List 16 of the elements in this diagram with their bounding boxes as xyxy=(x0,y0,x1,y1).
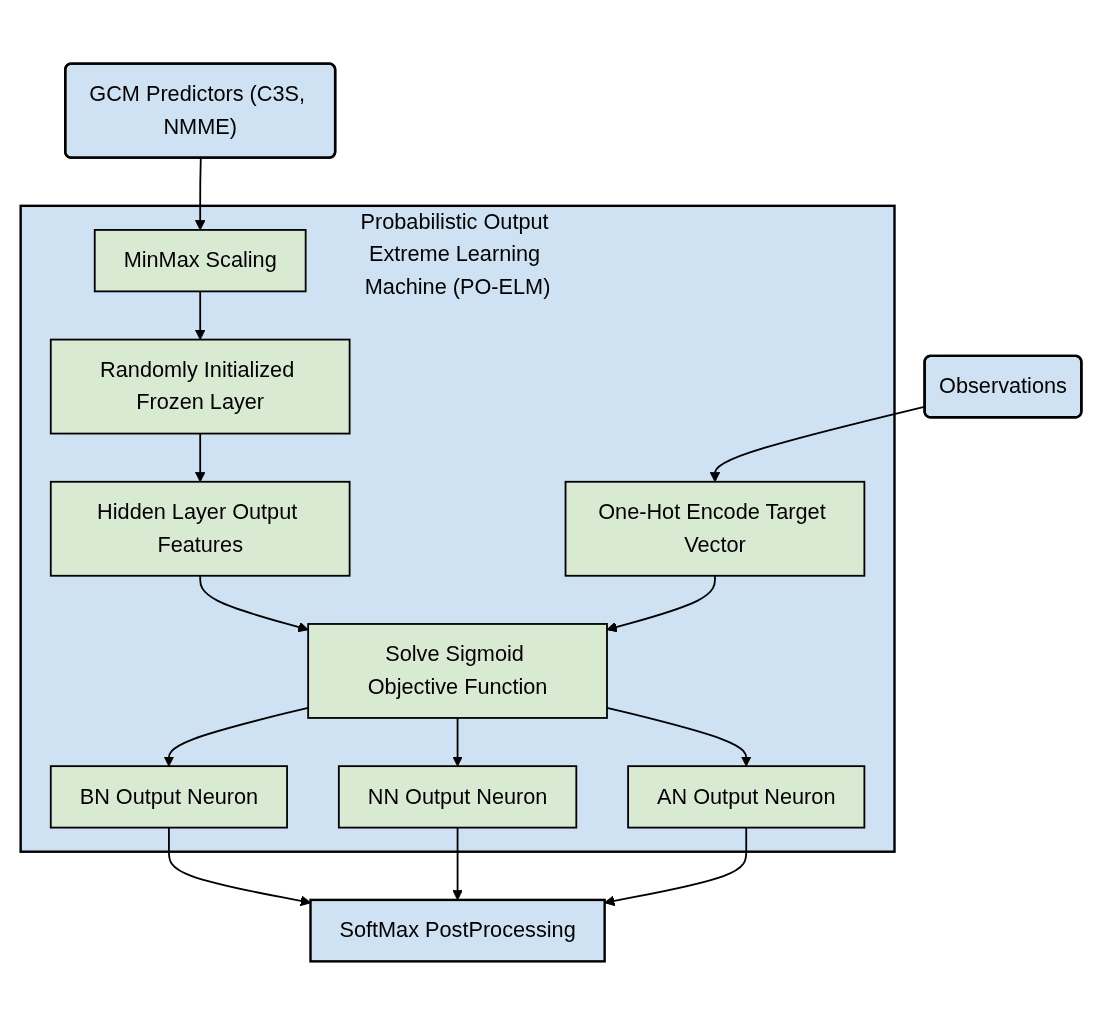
node-box: Solve Sigmoid Objective Function xyxy=(306,623,608,719)
arrow xyxy=(194,290,205,341)
node-box: BN Output Neuron xyxy=(49,765,288,829)
arrow xyxy=(194,157,205,231)
node-box: Randomly Initialized Frozen Layer xyxy=(49,338,350,435)
arrow xyxy=(167,826,311,907)
node-box: One-Hot Encode Target Vector xyxy=(564,480,865,577)
arrow xyxy=(603,826,747,907)
node-box: Hidden Layer Output Features xyxy=(49,480,350,577)
arrow xyxy=(606,574,716,633)
node-box: MinMax Scaling xyxy=(93,229,307,293)
node-box: NN Output Neuron xyxy=(337,765,577,829)
node-box: SoftMax PostProcessing xyxy=(308,898,606,963)
node-box: AN Output Neuron xyxy=(626,765,865,829)
arrow xyxy=(194,432,205,483)
arrow xyxy=(451,717,463,767)
